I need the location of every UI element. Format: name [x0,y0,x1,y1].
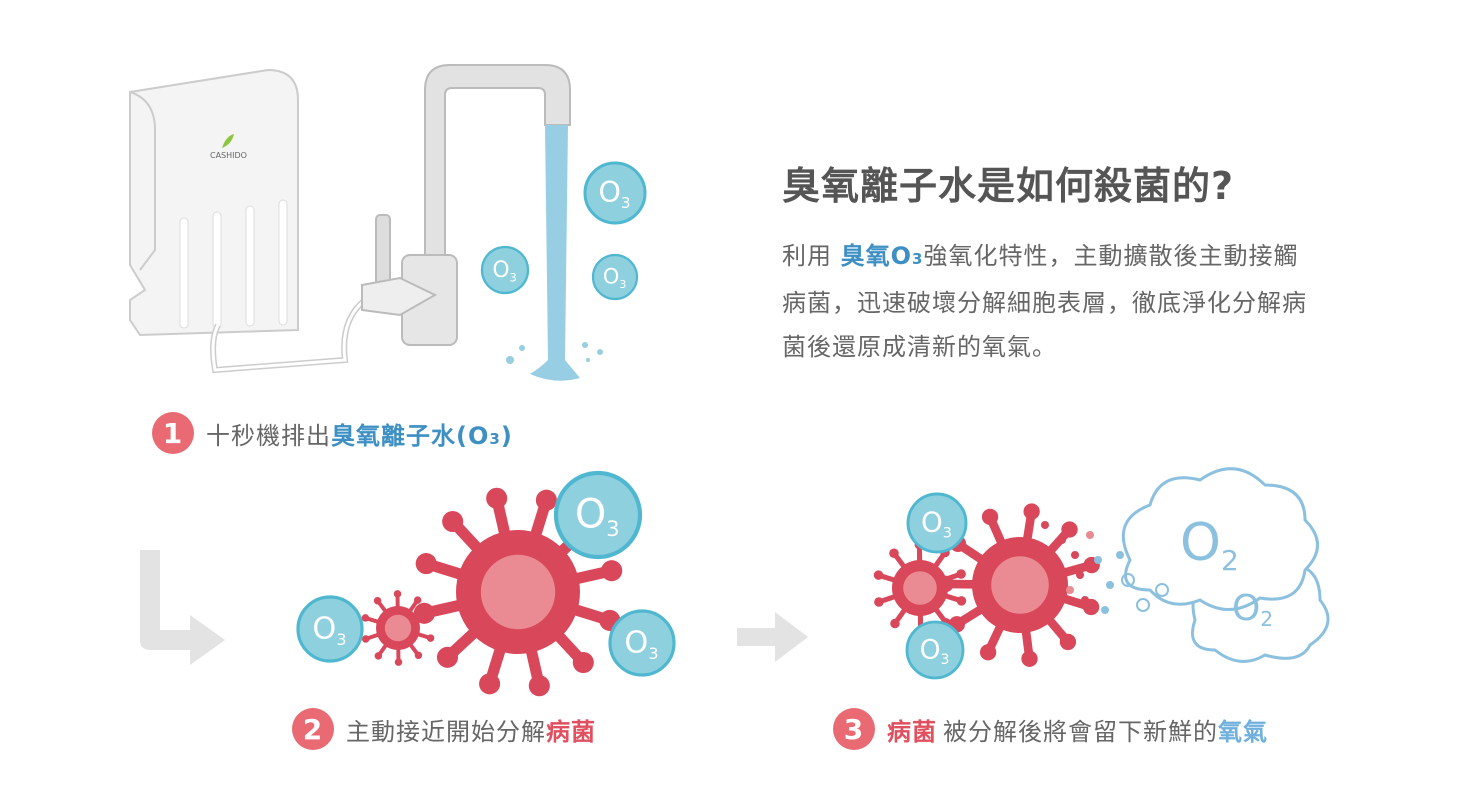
o2-label-large: O2 [1180,513,1239,577]
svg-text:O3: O3 [312,612,346,649]
o3-bubble: O3 [906,492,968,554]
particle [1071,551,1079,559]
arrow-down-right-icon [140,550,225,665]
o3-bubble: O3 [905,620,965,680]
step-3: 3 病菌被分解後將會留下新鮮的氧氣 [833,708,1268,750]
water-stream [530,125,580,381]
svg-text:O3: O3 [599,176,631,212]
brand-logo: CASHIDO [210,151,247,160]
o2-label-small: O2 [1232,588,1273,631]
virus-large [937,503,1100,667]
particle [1101,606,1109,614]
particle [1058,536,1066,544]
brand-leaf-icon [222,134,234,148]
virus-large [413,487,623,697]
step-number-badge: 3 [833,708,875,750]
o3-bubble: O3 [480,245,530,295]
particle [1086,531,1094,539]
svg-text:O3: O3 [624,626,658,663]
particle [1066,586,1074,594]
description: 利用 臭氧O3強氧化特性，主動擴散後主動接觸病菌，迅速破壞分解細胞表層，徹底淨化… [782,242,1307,361]
svg-text:O3: O3 [603,265,626,291]
particle [1041,521,1049,529]
o3-bubble: O3 [583,161,647,225]
o3-bubble: O3 [608,609,676,677]
step-1: 1 十秒機排出 臭氧離子水(O3) [152,412,513,454]
virus-small [361,590,435,666]
svg-text:O3: O3 [575,492,620,541]
bubble-particle [1155,583,1169,597]
step-number-badge: 1 [152,412,194,454]
water-droplets [506,342,603,364]
bubble-particle [1136,598,1150,612]
step-number-badge: 2 [292,708,334,750]
o3-bubble: O3 [591,253,639,301]
particle [1081,596,1089,604]
bubble-particle [1121,573,1135,587]
particle [1094,556,1102,564]
svg-text:O3: O3 [921,507,952,542]
step-2: 2 主動接近開始分解病菌 [292,708,596,750]
water-purifier-device: CASHIDO [129,68,299,337]
svg-text:O3: O3 [492,258,517,285]
oxygen-cloud [1121,467,1330,663]
particle [1106,581,1114,589]
virus-small [873,539,967,637]
svg-text:O3: O3 [920,634,950,668]
o3-bubble: O3 [296,595,364,663]
particle [1116,551,1124,559]
particle [1076,571,1084,579]
o3-bubble: O3 [553,470,643,560]
page-title: 臭氧離子水是如何殺菌的? [782,164,1235,208]
arrow-right-icon [737,612,808,662]
faucet [361,64,571,346]
